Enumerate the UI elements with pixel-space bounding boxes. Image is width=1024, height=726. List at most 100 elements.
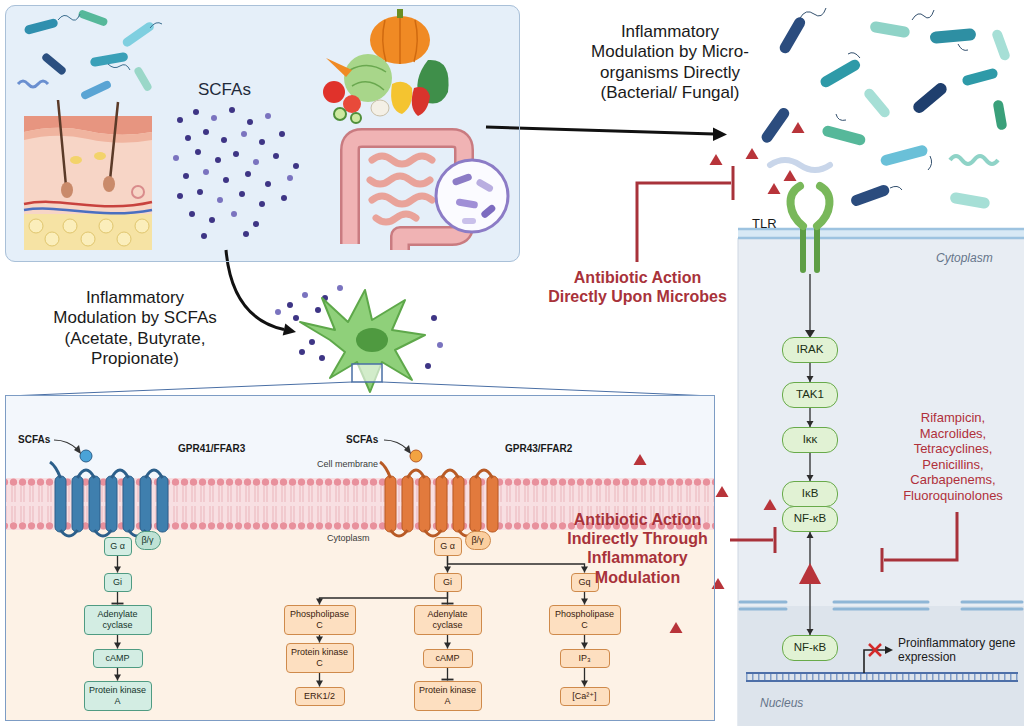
receptor-gpr41 xyxy=(54,440,78,450)
connector xyxy=(444,635,451,649)
label-slot: Inflammatory Modulation by Micro- organi… xyxy=(580,22,760,104)
g-protein-box: Gq xyxy=(571,573,599,592)
skin-section xyxy=(70,156,82,164)
scfa-molecules xyxy=(185,135,191,141)
receptor-gpr43 xyxy=(410,450,422,462)
toll-like-receptor xyxy=(809,274,810,331)
node-text: Adenylate cyclase xyxy=(419,609,477,631)
label-slot: Antibiotic Action Indirectly Through Inf… xyxy=(545,510,730,587)
microbe-cluster xyxy=(911,81,949,116)
receptor-gpr41 xyxy=(140,476,151,532)
mechanism-label: Antibiotic Action Directly Upon Microbes xyxy=(545,268,730,306)
scfa-molecules xyxy=(265,181,271,187)
microbe-cluster xyxy=(800,8,968,190)
scfa-molecules xyxy=(203,169,209,175)
panel-fill xyxy=(5,5,520,262)
cell-interior xyxy=(746,673,1018,681)
receptor-name: TLR xyxy=(752,216,784,232)
section-heading: Inflammatory Modulation by SCFAs (Acetat… xyxy=(45,288,225,370)
receptor-name: GPR41/FFAR3 xyxy=(178,443,268,455)
skin-section xyxy=(103,176,115,192)
node-text: IκB xyxy=(802,487,819,501)
connector xyxy=(581,635,588,649)
inhibition-line xyxy=(730,539,773,542)
text-slot: Nucleus xyxy=(760,696,803,710)
scfa-molecules xyxy=(279,131,285,137)
microbe-cluster xyxy=(24,18,59,35)
scfa-molecules xyxy=(247,119,253,125)
g-alpha-subunit: G α xyxy=(434,537,462,556)
ligand-label: SCFAs xyxy=(18,434,62,446)
scfa-molecules xyxy=(221,137,227,143)
microbe-cluster xyxy=(78,9,109,27)
scfa-molecules xyxy=(229,107,235,113)
pathway-box: Protein kinase A xyxy=(84,681,152,711)
arrowhead xyxy=(316,681,323,687)
cell-interior xyxy=(738,238,1024,726)
gene-expression-label: Proinflammatory gene expression xyxy=(898,636,1020,665)
scfa-molecules xyxy=(253,159,259,165)
arrowhead xyxy=(316,637,323,643)
connector-line xyxy=(447,668,448,681)
vegetables xyxy=(391,82,412,114)
receptor-gpr43 xyxy=(380,462,493,536)
node-text: Protein kinase A xyxy=(419,685,477,707)
skin-section xyxy=(24,209,152,214)
microbe-cluster xyxy=(950,156,998,164)
mechanism-label: Antibiotic Action Indirectly Through Inf… xyxy=(545,510,730,587)
skin-section xyxy=(99,219,113,233)
node-text: Iκκ xyxy=(803,433,818,447)
scfa-molecules xyxy=(259,139,265,145)
signaling-pill: IRAK xyxy=(782,337,838,363)
connector-line xyxy=(117,592,118,605)
microbe-cluster xyxy=(869,21,910,39)
microbe-cluster xyxy=(41,52,68,76)
region-label: Nucleus xyxy=(760,696,803,710)
skin-section xyxy=(45,232,59,246)
node-text: cAMP xyxy=(105,653,129,664)
cell-interior xyxy=(738,606,1024,726)
inhibition-line xyxy=(774,527,777,553)
region-label: Cell membrane xyxy=(317,459,378,470)
microbe-cluster xyxy=(880,144,929,167)
microbe-cluster xyxy=(778,15,808,55)
arrowhead xyxy=(114,643,121,649)
microbe-cluster xyxy=(18,81,48,87)
scfa-molecules xyxy=(189,211,195,217)
signaling-pill: NF-κB xyxy=(782,635,838,661)
microbe-cluster xyxy=(18,9,162,100)
connector xyxy=(581,592,588,605)
microbe-cluster xyxy=(949,192,990,210)
pathway-box: Adenylate cyclase xyxy=(84,605,152,635)
receptor-gpr41 xyxy=(72,476,83,532)
scfa-molecules xyxy=(197,189,203,195)
arrowhead xyxy=(444,567,451,573)
vegetables xyxy=(397,9,403,18)
receptor-gpr41 xyxy=(106,476,117,532)
g-beta-gamma: β/γ xyxy=(465,531,491,550)
scfa-molecules xyxy=(195,149,201,155)
microbe-cluster xyxy=(133,66,153,93)
skin-section xyxy=(24,116,152,250)
receptor-gpr41 xyxy=(55,476,66,532)
source-panel: SCFAs xyxy=(5,5,520,262)
antibiotic-molecule xyxy=(764,499,777,510)
node-text: G α xyxy=(110,541,125,552)
scfa-molecules xyxy=(287,175,293,181)
inhibition-line xyxy=(637,183,731,262)
arrowhead xyxy=(114,567,121,573)
scfa-molecules xyxy=(245,171,251,177)
skin-section xyxy=(24,214,152,250)
dendritic-cell xyxy=(8,382,712,396)
arrowhead xyxy=(807,532,814,538)
cell-interior xyxy=(738,229,1024,726)
node-text: Phospholipase C xyxy=(554,609,616,631)
microbe-cluster xyxy=(862,87,892,119)
receptor-gpr43 xyxy=(436,476,447,532)
scfa-molecules xyxy=(259,201,265,207)
inhibition-line xyxy=(732,166,735,200)
scfa-molecules xyxy=(183,173,189,179)
pathway-box: Protein kinase C xyxy=(286,643,354,673)
scfa-molecules xyxy=(437,342,443,348)
flow-arrow xyxy=(486,127,714,134)
